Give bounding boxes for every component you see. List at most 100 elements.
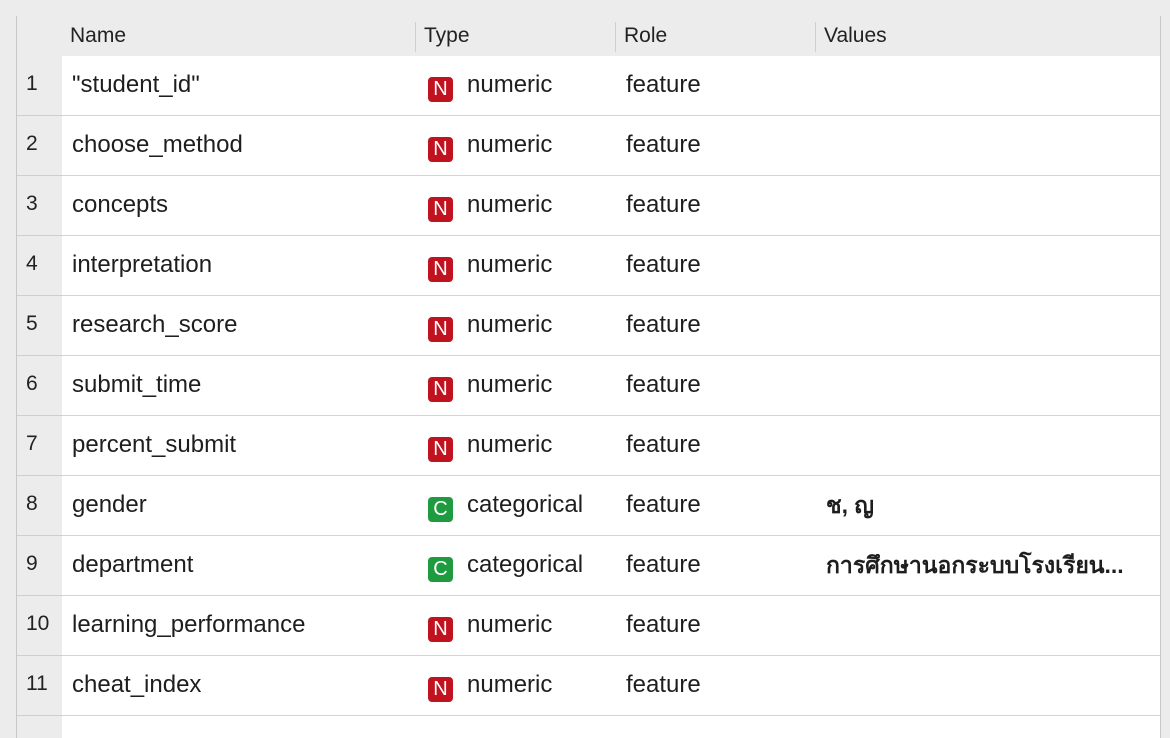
cell-role[interactable]: feature — [626, 131, 701, 158]
cell-values[interactable] — [826, 356, 1158, 414]
type-label: categorical — [467, 491, 584, 518]
type-label: categorical — [467, 551, 584, 578]
type-label: numeric — [467, 311, 553, 338]
cell-name[interactable]: department — [72, 551, 194, 578]
cell-values[interactable] — [826, 296, 1158, 354]
cell-name[interactable]: cheat_index — [72, 671, 202, 698]
cell-values[interactable] — [826, 236, 1158, 294]
column-header-values[interactable]: Values — [824, 24, 887, 47]
cell-values[interactable] — [826, 416, 1158, 474]
cell-role[interactable]: feature — [626, 671, 701, 698]
cell-role[interactable]: feature — [626, 251, 701, 278]
numeric-type-icon: N — [428, 137, 453, 162]
type-label: numeric — [467, 671, 553, 698]
cell-values[interactable] — [826, 596, 1158, 654]
cell-role[interactable]: feature — [626, 311, 701, 338]
cell-role[interactable]: feature — [626, 191, 701, 218]
column-divider[interactable] — [615, 22, 616, 52]
cell-name[interactable]: percent_submit — [72, 431, 237, 458]
cell-values[interactable]: การศึกษานอกระบบโรงเรียน... — [826, 552, 1124, 578]
cell-name[interactable]: learning_performance — [72, 611, 306, 638]
row-index: 5 — [17, 296, 62, 356]
categorical-type-icon: C — [428, 497, 453, 522]
cell-name[interactable]: gender — [72, 491, 147, 518]
cell-role[interactable]: feature — [626, 431, 701, 458]
cell-role[interactable]: feature — [626, 611, 701, 638]
type-label: numeric — [467, 431, 553, 458]
cell-name[interactable]: interpretation — [72, 251, 213, 278]
cell-values[interactable] — [826, 116, 1158, 174]
numeric-type-icon: N — [428, 437, 453, 462]
type-label: numeric — [467, 131, 553, 158]
column-divider[interactable] — [815, 22, 816, 52]
column-header-role[interactable]: Role — [624, 24, 668, 47]
cell-role[interactable]: feature — [626, 371, 701, 398]
numeric-type-icon: N — [428, 377, 453, 402]
cell-values[interactable] — [826, 56, 1158, 114]
cell-role[interactable]: feature — [626, 71, 701, 98]
row-index: 7 — [17, 416, 62, 476]
type-label: numeric — [467, 191, 553, 218]
cell-name[interactable]: "student_id" — [72, 71, 200, 98]
cell-name[interactable]: research_score — [72, 311, 238, 338]
numeric-type-icon: N — [428, 77, 453, 102]
column-divider[interactable] — [415, 22, 416, 52]
empty-row-body — [62, 716, 1160, 738]
row-index: 6 — [17, 356, 62, 416]
column-header-name[interactable]: Name — [70, 24, 127, 47]
table-header: Name Type Role Values — [17, 16, 1160, 56]
numeric-type-icon: N — [428, 677, 453, 702]
cell-name[interactable]: submit_time — [72, 371, 202, 398]
cell-values[interactable] — [826, 176, 1158, 234]
row-index: 4 — [17, 236, 62, 296]
cell-values[interactable]: ช, ญ — [826, 492, 874, 518]
numeric-type-icon: N — [428, 197, 453, 222]
cell-role[interactable]: feature — [626, 491, 701, 518]
type-label: numeric — [467, 71, 553, 98]
cell-name[interactable]: choose_method — [72, 131, 243, 158]
cell-values[interactable] — [826, 656, 1158, 714]
cell-role[interactable]: feature — [626, 551, 701, 578]
column-header-type[interactable]: Type — [424, 24, 470, 47]
type-label: numeric — [467, 371, 553, 398]
numeric-type-icon: N — [428, 257, 453, 282]
numeric-type-icon: N — [428, 317, 453, 342]
row-index: 11 — [17, 656, 62, 716]
row-index: 1 — [17, 56, 62, 116]
cell-name[interactable]: concepts — [72, 191, 169, 218]
row-index: 2 — [17, 116, 62, 176]
